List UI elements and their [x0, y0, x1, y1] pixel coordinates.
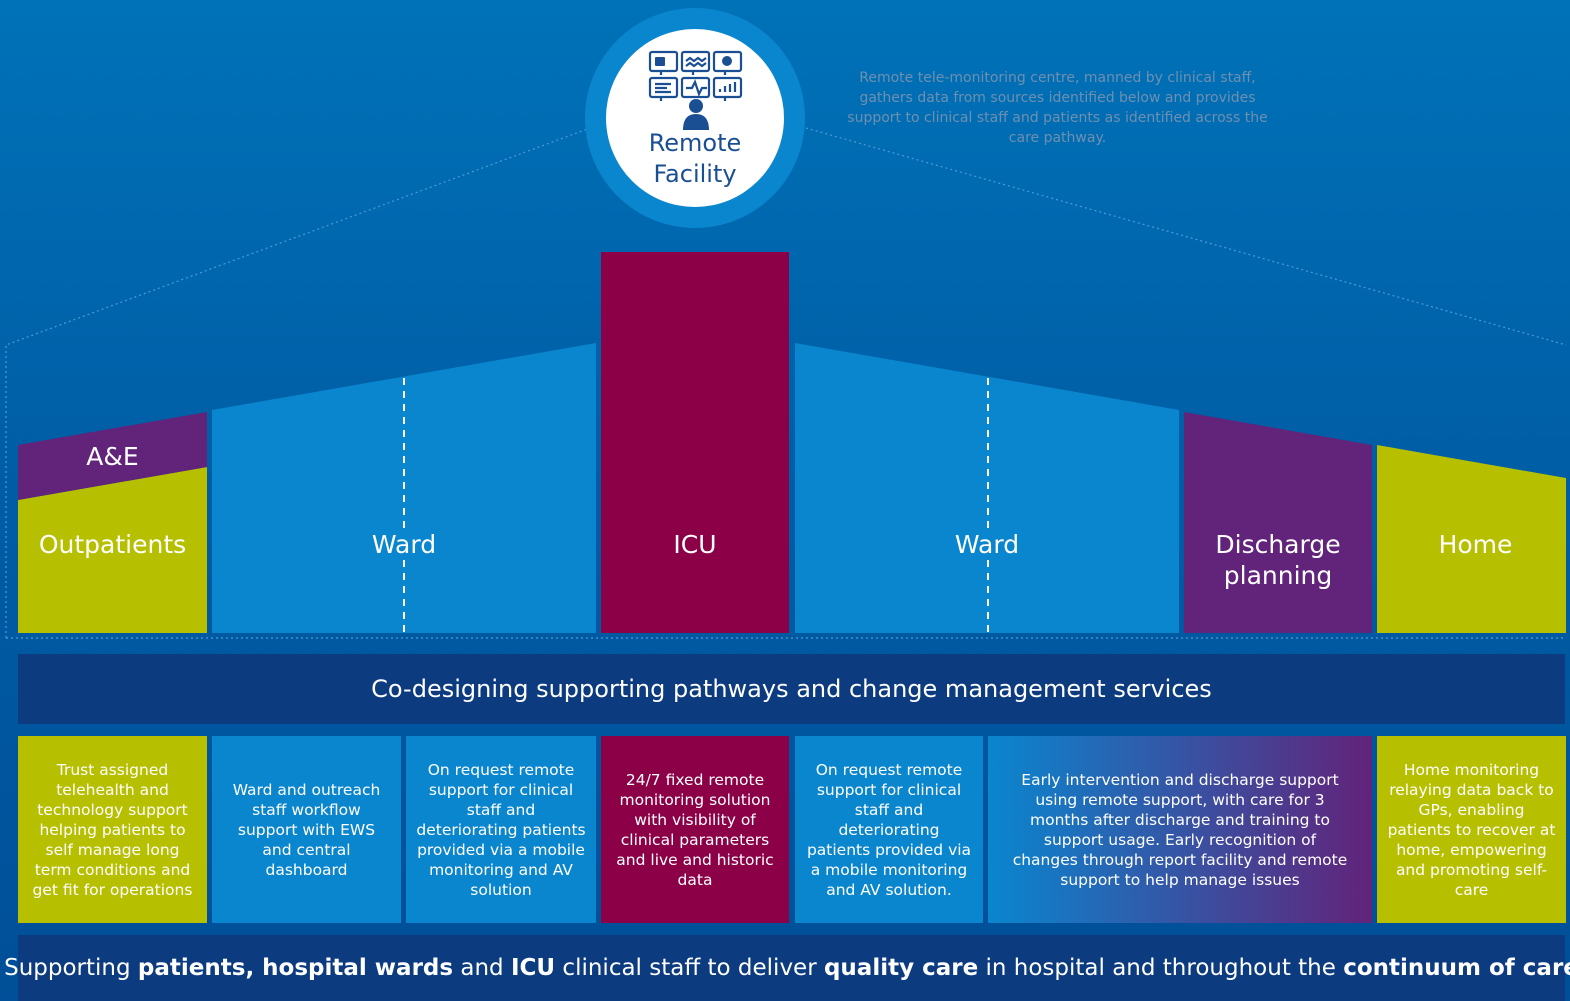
stage-discharge-line2: planning — [1223, 561, 1333, 590]
desc-box-ward1-bg — [212, 736, 401, 923]
footer-bold-2: ICU — [510, 955, 556, 981]
discharge-block — [1184, 412, 1372, 633]
stage-home-label: Home — [1438, 529, 1513, 559]
desc-home: Home monitoring relaying data back to GP… — [1387, 760, 1556, 899]
stage-outpatients-label: Outpatients — [38, 529, 187, 559]
outline-right-dotted — [805, 127, 1567, 346]
stage-ae-label: A&E — [86, 441, 139, 471]
stage-discharge-label: Discharge planning — [1184, 528, 1372, 592]
desc-box-discharge-bg — [988, 736, 1372, 923]
footer-bold-1: patients, hospital wards — [137, 955, 454, 981]
ae-block — [18, 412, 207, 500]
desc-box-icu-bg — [601, 736, 789, 923]
codesign-bar: Co-designing supporting pathways and cha… — [18, 654, 1565, 724]
remote-facility-label-line2: Facility — [653, 160, 737, 188]
footer-bar: Supporting patients, hospital wards and … — [4, 935, 1570, 1001]
footer-text-4: in hospital and throughout the — [978, 955, 1344, 981]
monitoring-centre-icon — [648, 50, 743, 130]
footer-bold-3: quality care — [823, 955, 979, 981]
footer-bold-4: continuum of care — [1343, 955, 1570, 981]
footer-text-1: Supporting — [4, 955, 138, 981]
desc-ward-workflow: Ward and outreach staff workflow support… — [232, 780, 381, 879]
desc-box-home-bg — [1377, 736, 1566, 923]
remote-facility-label: Remote Facility — [606, 128, 784, 190]
footer-text-3: clinical staff to deliver — [555, 955, 824, 981]
desc-box-ward3-bg — [795, 736, 983, 923]
stage-icu-label: ICU — [673, 529, 717, 559]
desc-outpatients: Trust assigned telehealth and technology… — [32, 760, 193, 899]
desc-icu: 24/7 fixed remote monitoring solution wi… — [616, 770, 774, 889]
footer-text-2: and — [453, 955, 511, 981]
stage-ward-right-text: Ward — [946, 528, 1028, 560]
icu-block — [601, 252, 789, 633]
outpatients-block — [18, 467, 207, 633]
remote-facility-description: Remote tele-monitoring centre, manned by… — [847, 70, 1268, 146]
desc-ward-request-right: On request remote support for clinical s… — [806, 760, 972, 899]
stage-discharge-line1: Discharge — [1215, 530, 1341, 559]
home-block — [1377, 445, 1566, 633]
stage-ward-left-label: Ward — [212, 527, 596, 561]
desc-ward-request-left: On request remote support for clinical s… — [416, 760, 586, 899]
remote-facility-label-line1: Remote — [648, 129, 742, 157]
desc-discharge: Early intervention and discharge support… — [1012, 770, 1348, 889]
desc-box-outpatients-bg — [18, 736, 207, 923]
stage-ward-right-label: Ward — [795, 527, 1179, 561]
stage-ward-left-text: Ward — [363, 528, 445, 560]
desc-box-ward2-bg — [406, 736, 596, 923]
